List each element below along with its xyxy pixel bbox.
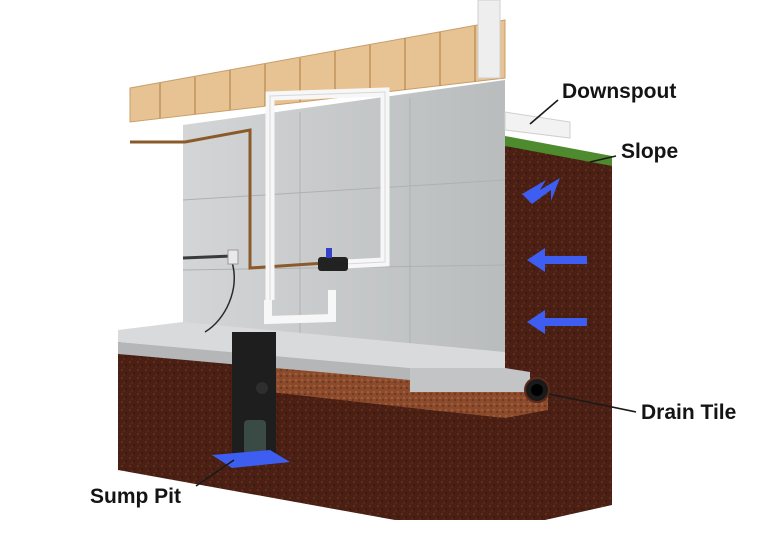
power-cord bbox=[204, 261, 235, 333]
rim-board bbox=[129, 19, 506, 123]
drain-tile-leader bbox=[548, 393, 637, 413]
flow-arrow-3 bbox=[527, 310, 587, 334]
water-flow-arrows bbox=[522, 178, 587, 334]
check-valve bbox=[318, 257, 348, 271]
downspout-label: Downspout bbox=[562, 80, 677, 103]
copper-pipe bbox=[130, 128, 341, 270]
downspout-elbow bbox=[504, 111, 571, 139]
gravel-bed bbox=[270, 360, 548, 418]
wall-face bbox=[183, 80, 505, 360]
electrical-outlet bbox=[227, 249, 239, 265]
drain-tile-label: Drain Tile bbox=[641, 401, 737, 424]
downspout bbox=[477, 0, 571, 139]
floor-joists bbox=[129, 19, 506, 123]
grass-strip bbox=[505, 136, 612, 166]
pump-pipe bbox=[264, 290, 336, 325]
sump-water bbox=[212, 450, 290, 468]
drain-tile bbox=[524, 377, 550, 403]
outlet-wire bbox=[182, 254, 233, 260]
foundation-wall bbox=[182, 80, 506, 360]
slope-label: Slope bbox=[621, 140, 679, 163]
flow-arrow-2 bbox=[527, 248, 587, 272]
plumbing bbox=[130, 87, 390, 333]
discharge-pipe-outline bbox=[269, 91, 386, 300]
downspout-vertical bbox=[477, 0, 501, 79]
soil-right-face bbox=[505, 140, 612, 520]
slab-top bbox=[118, 322, 505, 368]
downspout-leader bbox=[529, 99, 559, 125]
sump-pit bbox=[212, 332, 290, 468]
footing bbox=[410, 368, 530, 392]
flow-arrow-1 bbox=[522, 178, 560, 204]
slope-leader bbox=[589, 155, 617, 163]
sump-pump bbox=[244, 420, 266, 454]
float-switch bbox=[256, 382, 268, 394]
leader-lines bbox=[195, 99, 637, 487]
valve-handle bbox=[326, 248, 332, 258]
sump-pit-leader bbox=[195, 459, 235, 487]
sump-pit-label: Sump Pit bbox=[90, 485, 182, 508]
